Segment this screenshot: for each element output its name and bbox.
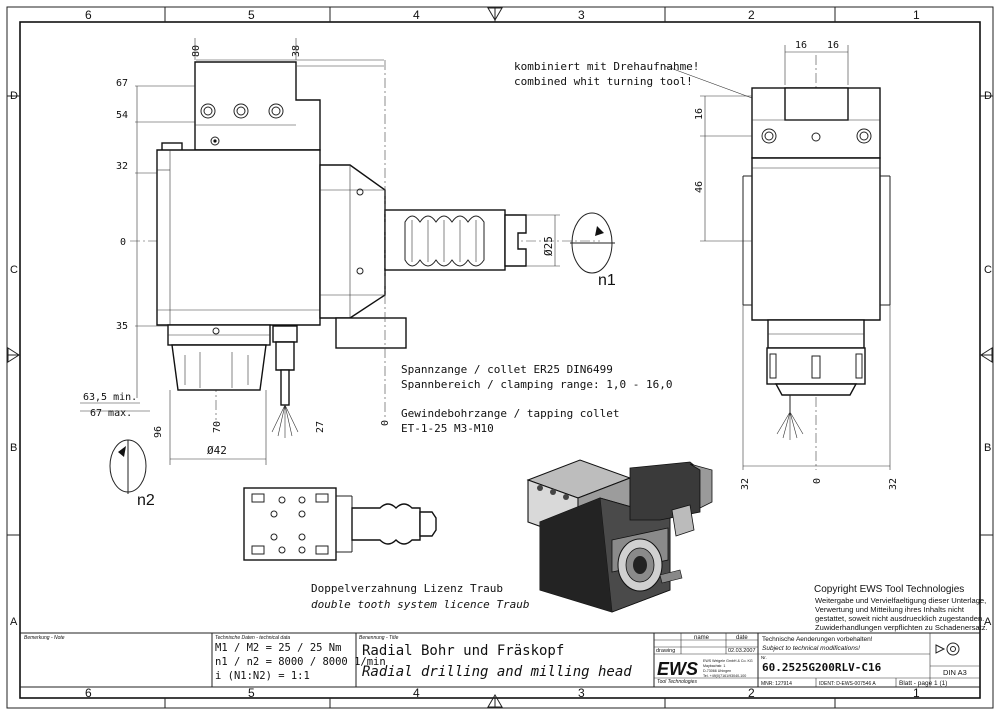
ews-logo-sub: Tool Technologies xyxy=(657,679,697,685)
tech-speed: n1 / n2 = 8000 / 8000 1/min xyxy=(215,656,386,668)
dim-38: 38 xyxy=(291,45,302,57)
tech-moment: M1 / M2 = 25 / 25 Nm xyxy=(215,642,341,654)
col-label: 4 xyxy=(413,686,420,700)
dim-b0r: 0 xyxy=(812,478,823,484)
side-view: 16 16 16 46 32 0 32 xyxy=(694,40,899,490)
dim-67: 67 xyxy=(116,78,128,89)
dim-16a: 16 xyxy=(795,40,807,51)
col-label: 5 xyxy=(248,686,255,700)
col-label: 2 xyxy=(748,8,755,22)
note-combined-de: kombiniert mit Drehaufnahme! xyxy=(514,60,699,73)
copyright-l2: Verwertung und Mitteilung ihres Inhalts … xyxy=(815,605,965,614)
dim-67-max: 67 max. xyxy=(90,408,132,419)
col-label: 3 xyxy=(578,686,585,700)
col-label: 1 xyxy=(913,686,920,700)
sheet: Blatt - page 1 (1) xyxy=(899,680,947,687)
col-label: 6 xyxy=(85,8,92,22)
tech-ratio: i (N1:N2) = 1:1 xyxy=(215,670,310,682)
dim-16b: 16 xyxy=(827,40,839,51)
note-clamping: Spannbereich / clamping range: 1,0 - 16,… xyxy=(401,378,673,391)
company-l2: Maybachstr. 1 xyxy=(703,664,725,668)
title-block: Bemerkung - Note Technische Daten - tech… xyxy=(20,632,980,688)
row-label: C xyxy=(10,264,18,276)
dim-35: 35 xyxy=(116,321,128,332)
copyright-l1: Weitergabe und Vervielfaeltigung dieser … xyxy=(815,596,986,605)
copyright-l3: gestattet, soweit nicht ausdruecklich zu… xyxy=(815,614,984,623)
col-label: 6 xyxy=(85,686,92,700)
dim-27: 27 xyxy=(315,421,326,433)
note-licence-en: double tooth system licence Traub xyxy=(311,598,530,611)
dim-b0: 0 xyxy=(380,420,391,426)
copyright-title: Copyright EWS Tool Technologies xyxy=(814,584,964,595)
row-label: B xyxy=(10,442,17,454)
title-de: Radial Bohr und Fräskopf xyxy=(362,643,564,659)
tech-label: Technische Daten - technical data xyxy=(215,635,290,641)
dim-phi25: Ø25 xyxy=(542,236,555,256)
dim-32: 32 xyxy=(116,161,128,172)
ident: IDENT: D-EWS-007546 A xyxy=(819,681,876,687)
row-label: D xyxy=(984,90,992,102)
note-combined-en: combined whit turning tool! xyxy=(514,75,693,88)
nr-label: Nr. xyxy=(761,655,767,660)
n1-label: n1 xyxy=(598,272,616,289)
copyright-l4: Zuwiderhandlungen verpflichten zu Schade… xyxy=(815,623,988,632)
copyright-notice: Copyright EWS Tool Technologies Weiterga… xyxy=(814,584,988,632)
drawing-border: 6 5 4 3 2 1 6 5 4 3 2 1 D C B A D C B A xyxy=(6,6,994,709)
row-drawing: drawing xyxy=(656,648,675,654)
title-en: Radial drilling and milling head xyxy=(362,664,632,680)
company-l3: D-73066 Uhingen xyxy=(703,669,731,673)
dim-96: 96 xyxy=(153,426,164,438)
company-l4: Tel. +49(0)7161/93040-100 xyxy=(703,674,746,678)
row-label: C xyxy=(984,264,992,276)
col-date: date xyxy=(736,635,748,641)
dim-63-min: 63,5 min. xyxy=(83,392,137,403)
ews-logo: EWS xyxy=(657,659,698,679)
note-licence-de: Doppelverzahnung Lizenz Traub xyxy=(311,582,503,595)
drawing-date: 02.03.2007 xyxy=(728,648,756,654)
col-label: 1 xyxy=(913,8,920,22)
row-label: A xyxy=(10,616,18,628)
format-label: DIN A3 xyxy=(943,668,967,677)
change-de: Technische Aenderungen vorbehalten! xyxy=(762,636,873,643)
company-l1: EWS Weigele GmbH & Co. KG xyxy=(703,659,753,663)
col-label: 3 xyxy=(578,8,585,22)
dim-b32b: 32 xyxy=(888,478,899,490)
dim-v46: 46 xyxy=(694,181,705,193)
change-en: Subject to technical modifications! xyxy=(762,645,860,652)
front-view: n1 n2 80 38 67 54 32 0 35 63,5 min. 67 m… xyxy=(80,38,616,509)
n2-label: n2 xyxy=(137,492,155,509)
col-label: 5 xyxy=(248,8,255,22)
row-label: B xyxy=(984,442,991,454)
name-label: Benennung - Title xyxy=(359,635,399,641)
isometric-view xyxy=(526,459,713,613)
dim-b32a: 32 xyxy=(740,478,751,490)
dim-v16: 16 xyxy=(694,108,705,120)
col-label: 2 xyxy=(748,686,755,700)
note-tapping: Gewindebohrzange / tapping collet xyxy=(401,407,620,420)
dim-80: 80 xyxy=(191,45,202,57)
mnr: MNR: 127914 xyxy=(761,681,792,687)
remarks-label: Bemerkung - Note xyxy=(24,635,65,641)
row-label: A xyxy=(984,616,992,628)
notes: kombiniert mit Drehaufnahme! combined wh… xyxy=(311,60,791,611)
note-collet: Spannzange / collet ER25 DIN6499 xyxy=(401,363,613,376)
col-name: name xyxy=(694,635,710,641)
top-view xyxy=(243,487,437,561)
note-tapping-model: ET-1-25 M3-M10 xyxy=(401,422,494,435)
dim-phi42: Ø42 xyxy=(207,444,227,457)
row-label: D xyxy=(10,90,18,102)
dim-0: 0 xyxy=(120,237,126,248)
dim-54: 54 xyxy=(116,110,128,121)
col-label: 4 xyxy=(413,8,420,22)
part-number: 60.2525G200RLV-C16 xyxy=(762,661,882,674)
dim-70: 70 xyxy=(212,421,223,433)
